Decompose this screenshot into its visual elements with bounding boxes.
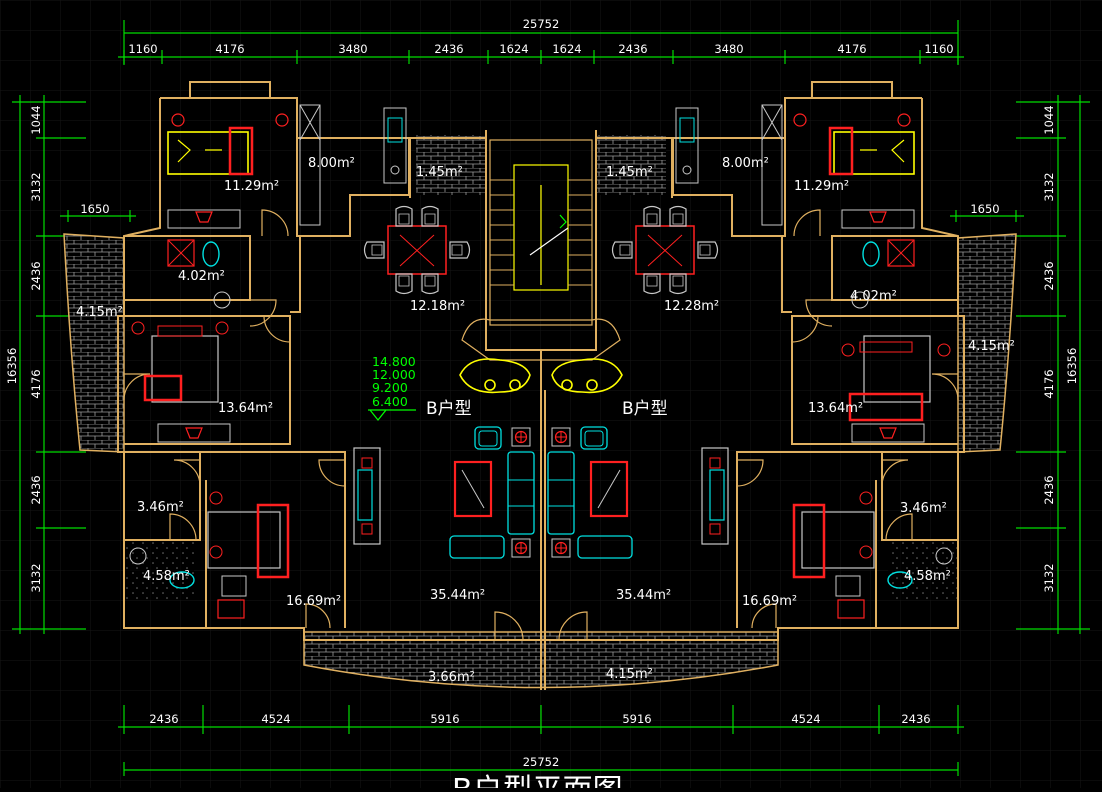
elevation-tag: 14.800 12.000 9.200 6.400 (368, 354, 416, 421)
dimension-labels: 25752 1160 4176 3480 2436 1624 1624 2436… (80, 17, 999, 769)
area-r-living: 35.44m² (616, 588, 671, 603)
elevation-2: 12.000 (372, 367, 416, 382)
left-side-balcony (63, 233, 125, 453)
dining-table-left (387, 225, 447, 275)
area-l-wc: 4.58m² (143, 569, 190, 584)
dim-balcony-left: 1650 (80, 202, 109, 216)
furniture-right-unit (547, 104, 953, 619)
dim-right-4: 4176 (1042, 369, 1056, 398)
area-r-bed-mid: 13.64m² (808, 401, 863, 416)
area-r-bed-low: 16.69m² (742, 594, 797, 609)
area-l-living: 35.44m² (430, 588, 485, 603)
right-side-balcony (957, 233, 1017, 453)
elevation-4: 6.400 (372, 394, 408, 409)
area-r-kitchen: 8.00m² (722, 156, 769, 171)
dim-bottom-5: 4524 (791, 712, 820, 726)
dim-right-total: 16356 (1065, 348, 1079, 385)
elevation-1: 14.800 (372, 354, 416, 369)
right-dim-ticks (1016, 101, 1090, 630)
balcony-fills (63, 135, 1017, 689)
staircase (461, 139, 621, 361)
dim-bottom-4: 5916 (622, 712, 651, 726)
dim-bottom-1: 2436 (149, 712, 178, 726)
dim-top-10: 1160 (924, 42, 953, 56)
elevation-3: 9.200 (372, 380, 408, 395)
bed-icon (207, 511, 281, 569)
dim-left-2: 3132 (29, 172, 43, 201)
area-l-small: 1.45m² (416, 165, 463, 180)
dim-left-5: 2436 (29, 475, 43, 504)
dim-left-1: 1044 (29, 105, 43, 134)
bed-icon (167, 131, 249, 175)
dim-left-3: 2436 (29, 261, 43, 290)
coffee-table-left (453, 460, 493, 518)
dim-right-2: 3132 (1042, 172, 1056, 201)
dim-bottom-6: 2436 (901, 712, 930, 726)
area-r-wc: 4.58m² (904, 569, 951, 584)
dim-top-9: 4176 (837, 42, 866, 56)
unit-type-labels: B户型 B户型 (426, 399, 668, 419)
area-r-balcony: 4.15m² (968, 339, 1015, 354)
furniture-left-unit (129, 104, 535, 619)
area-r-bath-top: 4.02m² (850, 289, 897, 304)
dim-top-8: 3480 (714, 42, 743, 56)
top-dim-ticks (123, 50, 959, 64)
dim-top-4: 2436 (434, 42, 463, 56)
area-r-terrace: 4.15m² (606, 667, 653, 682)
dim-right-1: 1044 (1042, 105, 1056, 134)
dim-top-2: 4176 (215, 42, 244, 56)
bed-icon (833, 131, 915, 175)
dim-top-7: 2436 (618, 42, 647, 56)
area-r-small: 1.45m² (606, 165, 653, 180)
dim-left-6: 3132 (29, 563, 43, 592)
door-swings (123, 209, 959, 641)
dim-top-3: 3480 (338, 42, 367, 56)
vertical-dimension-labels: 1044 3132 2436 4176 2436 3132 16356 1044… (5, 105, 1079, 592)
dim-bottom-2: 4524 (261, 712, 290, 726)
dim-right-6: 3132 (1042, 563, 1056, 592)
area-r-bed-top: 11.29m² (794, 179, 849, 194)
bottom-dim-ticks (123, 705, 959, 734)
room-area-labels: 11.29m² 8.00m² 1.45m² 4.02m² 4.15m² 12.1… (76, 156, 1015, 685)
area-l-terrace: 3.66m² (428, 670, 475, 685)
area-l-bed-low: 16.69m² (286, 594, 341, 609)
dim-bottom-3: 5916 (430, 712, 459, 726)
unit-label-right: B户型 (622, 399, 668, 419)
area-r-dining: 12.28m² (664, 299, 719, 314)
dim-top-1: 1160 (128, 42, 157, 56)
dim-overall-bottom: 25752 (523, 755, 560, 769)
area-l-kitchen: 8.00m² (308, 156, 355, 171)
dim-left-total: 16356 (5, 348, 19, 385)
area-l-bath-top: 4.02m² (178, 269, 225, 284)
area-l-balcony: 4.15m² (76, 305, 123, 320)
area-l-bed-top: 11.29m² (224, 179, 279, 194)
unit-label-left: B户型 (426, 399, 472, 419)
dim-balcony-right: 1650 (970, 202, 999, 216)
walls (117, 81, 965, 690)
area-r-bath-low: 3.46m² (900, 501, 947, 516)
area-l-dining: 12.18m² (410, 299, 465, 314)
dim-right-5: 2436 (1042, 475, 1056, 504)
area-l-bath-low: 3.46m² (137, 500, 184, 515)
dining-table-right (635, 225, 695, 275)
dim-right-3: 2436 (1042, 261, 1056, 290)
coffee-table-right (589, 460, 629, 518)
dim-top-5: 1624 (499, 42, 528, 56)
left-small-store (416, 135, 486, 195)
entry-planters (459, 358, 623, 394)
bed-icon (801, 511, 875, 569)
dim-left-4: 4176 (29, 369, 43, 398)
dim-top-6: 1624 (552, 42, 581, 56)
area-l-bed-mid: 13.64m² (218, 401, 273, 416)
bed-icon (863, 335, 931, 403)
drawing-title: B户型平面图 (452, 773, 623, 788)
right-small-store (596, 135, 666, 195)
dim-overall-top: 25752 (523, 17, 560, 31)
